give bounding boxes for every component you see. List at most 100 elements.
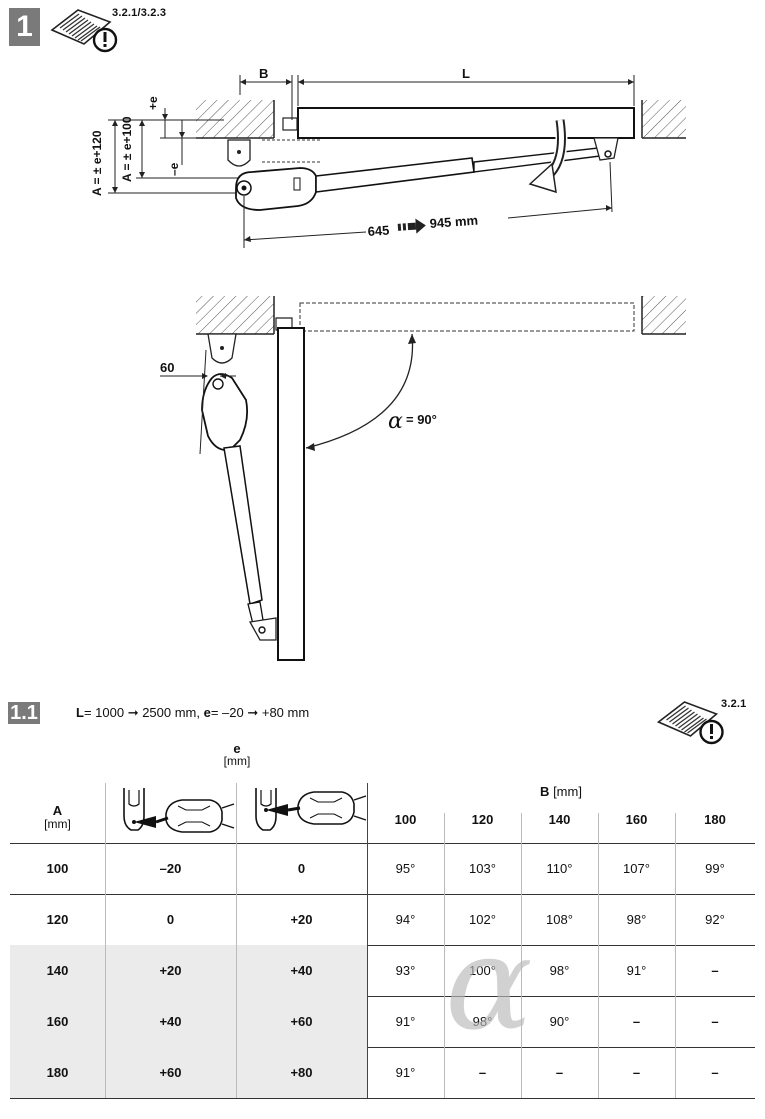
mount-position-icon-1: [123, 788, 235, 833]
cell-angle: 110°: [546, 861, 573, 876]
A-unit: [mm]: [44, 817, 71, 831]
A-column-header: A [mm]: [10, 783, 105, 843]
cell-angle: 103°: [469, 861, 496, 876]
cell-e-high: 0: [297, 861, 306, 876]
cell-e-low: +40: [159, 1014, 182, 1029]
cell-angle: –: [632, 1065, 641, 1080]
actuator-piston: [473, 147, 601, 173]
manual-reference-2: 3.2.1: [721, 698, 747, 710]
left-pillar: [196, 100, 275, 139]
cell-A: 100: [46, 861, 69, 876]
cell-e-high: +60: [290, 1014, 313, 1029]
cell-e-low: –20: [159, 861, 182, 876]
cell-e-low: +60: [159, 1065, 182, 1080]
spec-e-range: = –20 ➞ +80 mm: [210, 705, 310, 720]
cell-e-high: +40: [290, 963, 313, 978]
angle-symbol: α: [388, 409, 403, 434]
e-column-header: e [mm]: [212, 742, 262, 768]
col-divider: [675, 813, 676, 1098]
manual-warning-icon-2: [656, 701, 724, 745]
table-row: 100 –20 0 95° 103° 110° 107° 99°: [10, 843, 755, 895]
B-col-120: 120: [471, 812, 494, 827]
A-symbol: A: [52, 803, 63, 818]
table-row: 140 +20 +40 93° 100° 98° 91° –: [10, 945, 755, 997]
cell-angle: 95°: [395, 861, 416, 876]
col-divider: [367, 783, 368, 1098]
manual-reference-1: 3.2.1/3.2.3: [112, 7, 167, 19]
dim-B-label: B: [259, 66, 268, 81]
stroke-arrow-icon: [397, 218, 426, 234]
cell-angle: 108°: [546, 912, 573, 927]
B-col-100: 100: [394, 812, 417, 827]
cell-angle: 91°: [626, 963, 647, 978]
col-divider: [444, 813, 445, 1098]
spec-L-symbol: L: [76, 705, 84, 720]
cell-e-high: +20: [290, 912, 313, 927]
cell-e-low: 0: [166, 912, 175, 927]
actuator-outer-tube: [315, 157, 475, 193]
B-col-140: 140: [548, 812, 571, 827]
e-symbol: e: [233, 741, 241, 756]
e-unit: [mm]: [223, 754, 251, 768]
dim-A-e120-label: A = ± e+120: [90, 130, 104, 196]
stroke-end-label: 945 mm: [429, 213, 478, 231]
table-row: 120 0 +20 94° 102° 108° 98° 92°: [10, 894, 755, 946]
cell-angle: 98°: [626, 912, 647, 927]
B-column-header: B [mm] 100 120 140 160 180: [367, 783, 755, 843]
cell-e-high: +80: [290, 1065, 313, 1080]
cell-angle: –: [711, 963, 719, 978]
cell-A: 140: [46, 963, 69, 978]
opening-angle-arc: [305, 333, 414, 449]
table-header-row: A [mm]: [10, 783, 755, 844]
cell-angle: 99°: [705, 861, 725, 876]
bottom-opening-diagram: α = 90° 60: [160, 296, 686, 661]
table-row: 180 +60 +80 91° – – – –: [10, 1047, 755, 1099]
cell-angle: 93°: [395, 963, 416, 978]
cell-angle: 100°: [469, 963, 496, 978]
cell-angle: –: [555, 1065, 564, 1080]
gate-bracket: [593, 137, 619, 161]
swing-direction-arrow: [528, 119, 568, 194]
gate-leaf-closed-outline: [299, 302, 635, 332]
dim-plus-e-label: +e: [146, 96, 160, 110]
B-col-160: 160: [625, 812, 648, 827]
dim-minus-e-label: –e: [167, 162, 181, 176]
cell-angle: –: [632, 1014, 641, 1029]
dim-L-label: L: [462, 66, 470, 81]
cell-angle: 98°: [472, 1014, 493, 1029]
col-divider: [105, 783, 106, 1098]
B-col-180: 180: [704, 812, 726, 827]
angle-table: A [mm]: [10, 783, 755, 1101]
manual-warning-icon: [50, 9, 118, 53]
cell-A: 120: [46, 912, 69, 927]
left-pillar-open: [196, 296, 275, 335]
cell-angle: –: [478, 1065, 487, 1080]
col-divider: [236, 783, 237, 1098]
top-installation-diagram: B L A = ± e+120 A = ± e+100 +e –e: [90, 66, 686, 248]
dim-A-e100-label: A = ± e+100: [120, 116, 134, 182]
step-badge-1-1: 1.1: [8, 702, 40, 724]
cell-angle: 90°: [549, 1014, 570, 1029]
cell-angle: 102°: [469, 912, 496, 927]
actuator-outer-tube-open: [223, 445, 263, 605]
cell-angle: 94°: [395, 912, 416, 927]
B-symbol: B: [540, 784, 550, 799]
cell-angle: 91°: [395, 1014, 416, 1029]
spec-range-line: L= 1000 ➞ 2500 mm, e= –20 ➞ +80 mm: [76, 705, 309, 721]
cell-angle: –: [711, 1065, 719, 1080]
dim-60-label: 60: [160, 360, 174, 375]
spec-e-symbol: e: [203, 705, 211, 720]
col-divider: [521, 813, 522, 1098]
cell-angle: 91°: [395, 1065, 416, 1080]
cell-e-low: +20: [159, 963, 182, 978]
mount-position-icon-2: [255, 788, 367, 831]
gate-leaf-open: [277, 327, 305, 661]
cell-angle: 107°: [623, 861, 650, 876]
gate-hinge: [282, 117, 298, 131]
cell-angle: 98°: [549, 963, 570, 978]
right-pillar: [641, 100, 686, 139]
cell-angle: 92°: [705, 912, 725, 927]
stroke-start-label: 645: [367, 223, 390, 239]
cell-A: 180: [46, 1065, 69, 1080]
